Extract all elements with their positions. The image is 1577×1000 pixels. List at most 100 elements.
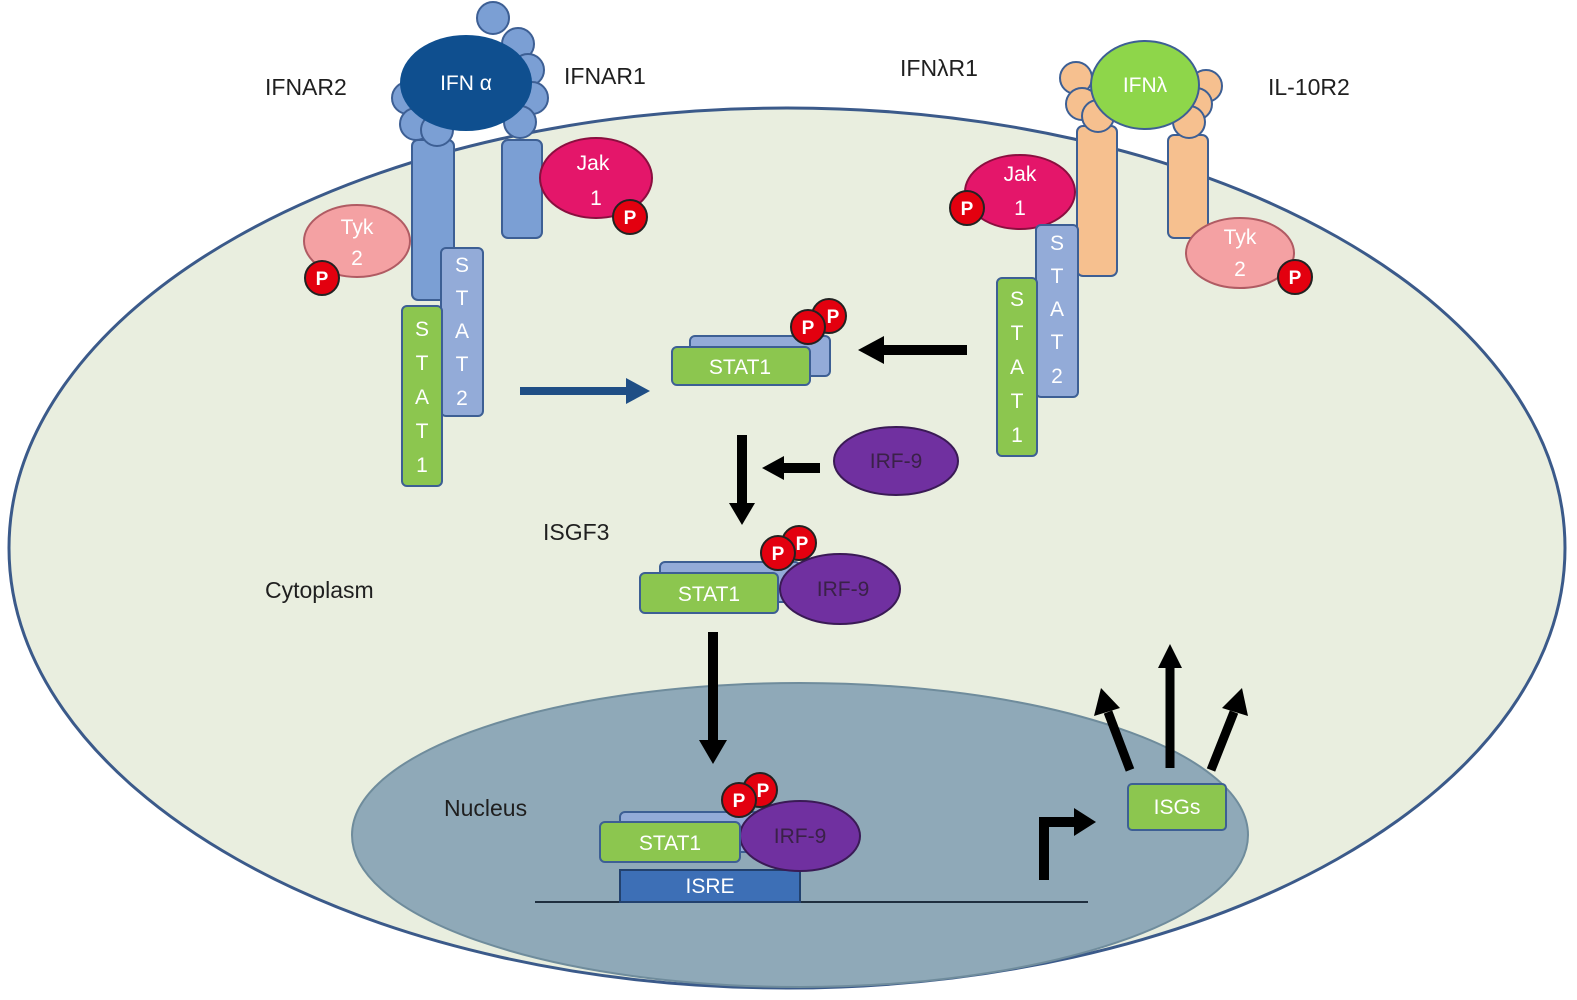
isgf3-label: ISGF3 xyxy=(543,519,609,545)
stat2-right-letter: T xyxy=(1051,265,1064,288)
irf9-complex-label: IRF-9 xyxy=(817,578,870,601)
phosphate-label: P xyxy=(961,199,974,220)
isg-export-arrow-right-head xyxy=(1222,688,1248,716)
arrow-left-black-head xyxy=(858,336,884,364)
stat1-box xyxy=(671,346,811,386)
transcription-start-arrow-head xyxy=(1074,808,1096,836)
stat1-vertical-right xyxy=(996,277,1038,457)
jak1-left-line2: 1 xyxy=(590,187,602,210)
stat1-right-letter: A xyxy=(1010,356,1024,379)
stat2-left-letter: 2 xyxy=(456,387,468,410)
jak1-kinase-left xyxy=(539,137,653,219)
phosphate-jak1-right xyxy=(949,190,985,226)
stat2-right-letter: A xyxy=(1050,298,1064,321)
isgs-box xyxy=(1127,783,1227,831)
stat1-right-letter: T xyxy=(1011,390,1024,413)
tyk2-right-line1: Tyk xyxy=(1224,226,1257,249)
irf9-in-complex xyxy=(779,553,901,625)
jak1-right-line2: 1 xyxy=(1014,197,1026,220)
phosphate-tyk2-left xyxy=(304,260,340,296)
arrows xyxy=(520,336,1248,880)
ifnar1-chain xyxy=(501,139,543,239)
phosphate-label: P xyxy=(1289,268,1302,289)
stat2-left-letter: A xyxy=(455,320,469,343)
phosphate-label: P xyxy=(827,307,840,328)
arrow-irf9-head xyxy=(762,456,784,480)
stat1-box xyxy=(599,821,741,863)
stat1-left-letter: S xyxy=(415,318,429,341)
stat2-left-letter: T xyxy=(456,287,469,310)
stat1-right-letter: S xyxy=(1010,288,1024,311)
stat2-right-letter: T xyxy=(1051,331,1064,354)
stat1-box-label: STAT1 xyxy=(709,356,771,379)
stat1-box-label: STAT1 xyxy=(639,832,701,855)
isre-label: ISRE xyxy=(685,875,734,898)
stat2-right-letter: S xyxy=(1050,232,1064,255)
arrow-down-2-head xyxy=(699,740,727,764)
jak1-left-line1: Jak xyxy=(577,152,610,175)
phosphate-front xyxy=(790,309,826,345)
phosphate-label: P xyxy=(802,318,815,339)
ifnar2-label: IFNAR2 xyxy=(265,74,347,100)
ifn-alpha-label: IFN α xyxy=(440,72,492,95)
stat1-box-label: STAT1 xyxy=(678,583,740,606)
tyk2-right-line2: 2 xyxy=(1234,258,1246,281)
ifnlr1-label: IFNλR1 xyxy=(900,55,978,81)
stat1-left-letter: 1 xyxy=(416,454,428,477)
isg-export-arrow-right xyxy=(1206,710,1239,772)
transcription-start-arrow xyxy=(1039,817,1076,880)
kinase-phosphates: P P P P xyxy=(304,190,1313,296)
arrow-down-1-head xyxy=(729,503,755,525)
ifnar-receptor-complex: IFN α Jak 1 Tyk 2 xyxy=(303,1,653,487)
phosphate-front xyxy=(760,535,796,571)
stat-dimer-cytoplasm: STAT1 P P xyxy=(671,298,847,386)
nucleus-label: Nucleus xyxy=(444,795,527,821)
isg-export-arrow-left-head xyxy=(1094,688,1120,716)
tyk2-left-line2: 2 xyxy=(351,247,363,270)
arrow-right-blue-head xyxy=(626,378,650,404)
phosphate-label: P xyxy=(757,781,770,802)
isg-export-arrow-left xyxy=(1103,710,1135,772)
phosphate-label: P xyxy=(733,791,746,812)
phosphate-jak1-left xyxy=(612,199,648,235)
tyk2-left-line1: Tyk xyxy=(341,216,374,239)
stat1-left-letter: T xyxy=(416,420,429,443)
jak1-right-line1: Jak xyxy=(1004,163,1037,186)
ifnar1-label: IFNAR1 xyxy=(564,63,646,89)
isgs-label: ISGs xyxy=(1154,796,1201,819)
isg-export-arrow-center-head xyxy=(1158,644,1182,668)
ifn-alpha-ligand xyxy=(400,35,532,131)
stat1-right-letter: 1 xyxy=(1011,424,1023,447)
phosphate-tyk2-right xyxy=(1277,259,1313,295)
phosphate-label: P xyxy=(624,208,637,229)
phosphate-label: P xyxy=(796,534,809,555)
tyk2-kinase-left xyxy=(303,204,411,278)
isgf3-complex-nucleus: ISRE IRF-9 STAT1 P P xyxy=(535,772,1088,903)
il10r2-chain xyxy=(1167,134,1209,239)
stat1-vertical-left xyxy=(401,305,443,487)
isre-element xyxy=(619,869,801,903)
phosphate-front xyxy=(721,782,757,818)
stat-letters: S T A T 1 S T A T 2 S T A T 1 S T A T 2 xyxy=(415,232,1064,477)
tyk2-kinase-right xyxy=(1185,217,1295,289)
phosphate-label: P xyxy=(772,544,785,565)
stat1-left-letter: T xyxy=(416,352,429,375)
stat2-right-letter: 2 xyxy=(1051,365,1063,388)
ifnlr-receptor-complex: IFNλ Jak 1 Tyk 2 xyxy=(964,40,1295,457)
stat1-right-letter: T xyxy=(1011,322,1024,345)
il10r2-label: IL-10R2 xyxy=(1268,74,1350,100)
stat2-left-letter: T xyxy=(456,353,469,376)
cytoplasm-label: Cytoplasm xyxy=(265,577,374,603)
stat1-box xyxy=(639,572,779,614)
stat1-left-letter: A xyxy=(415,386,429,409)
irf9-free xyxy=(833,426,959,496)
irf9-free-label: IRF-9 xyxy=(870,450,923,473)
stat2-left-letter: S xyxy=(455,254,469,277)
ifnlr1-chain xyxy=(1076,125,1118,277)
isgf3-complex-cytoplasm: IRF-9 STAT1 P P xyxy=(639,525,901,625)
ifn-lambda-label: IFNλ xyxy=(1123,74,1168,97)
irf9-complex-label: IRF-9 xyxy=(774,825,827,848)
phosphate-label: P xyxy=(316,269,329,290)
ifn-lambda-ligand xyxy=(1090,40,1200,130)
